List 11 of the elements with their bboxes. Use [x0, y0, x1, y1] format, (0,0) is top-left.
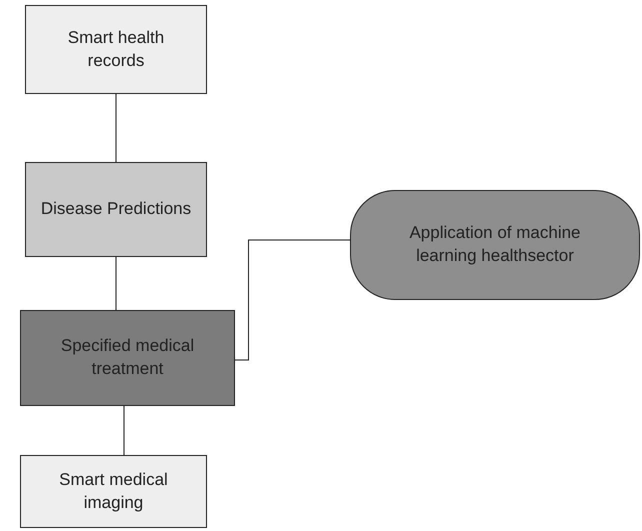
- connector-line: [234, 240, 350, 360]
- rounded-box: [350, 190, 640, 300]
- node-label: Application of machine learning healthsector: [408, 222, 582, 267]
- node-label: Smart health records: [66, 26, 166, 72]
- node-label: Smart medical imaging: [58, 468, 169, 514]
- process-box: [20, 310, 235, 406]
- node-label: Disease Predictions: [40, 198, 192, 220]
- process-box: [25, 5, 207, 94]
- process-box: [25, 162, 207, 257]
- process-box: [20, 455, 207, 528]
- node-label: Specified medical treatment: [60, 335, 196, 380]
